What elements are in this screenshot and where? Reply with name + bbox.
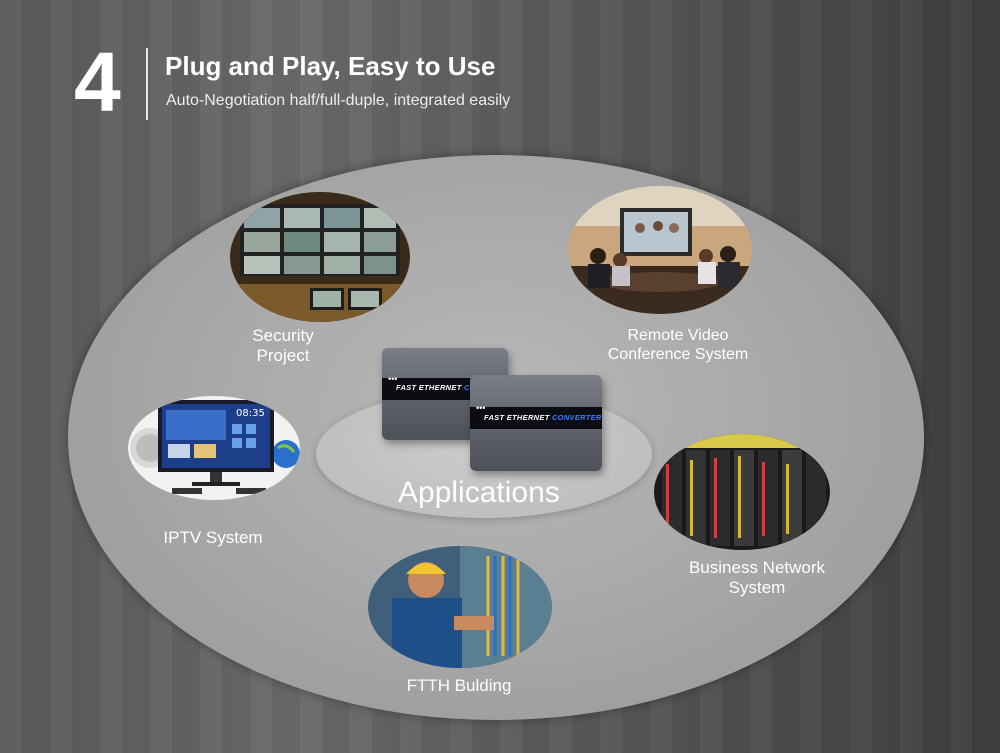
video-conference-image [568, 186, 752, 314]
fast-ethernet-converter-front: ••• FAST ETHERNET CONVERTER [470, 375, 602, 471]
iptv-clock: 08:35 [236, 408, 265, 419]
applications-label: Applications [398, 476, 560, 509]
label-security-project: Security Project [252, 326, 314, 366]
business-network-image [654, 434, 830, 550]
ftth-building-image [368, 546, 552, 668]
label-video-conference: Remote Video Conference System [607, 327, 749, 364]
page-title: Plug and Play, Easy to Use [165, 51, 496, 81]
label-iptv-system: IPTV System [163, 528, 263, 547]
header-divider [146, 48, 148, 120]
section-number: 4 [74, 35, 121, 129]
label-business-network: Business Network System [688, 558, 826, 598]
security-project-image [230, 192, 410, 322]
label-ftth-building: FTTH Bulding [406, 676, 512, 695]
device-dots-icon: ••• [476, 403, 486, 413]
iptv-image: 08:35 [128, 396, 300, 500]
device-dots-icon: ••• [388, 374, 398, 384]
page-subtitle: Auto-Negotiation half/full-duple, integr… [166, 92, 511, 109]
